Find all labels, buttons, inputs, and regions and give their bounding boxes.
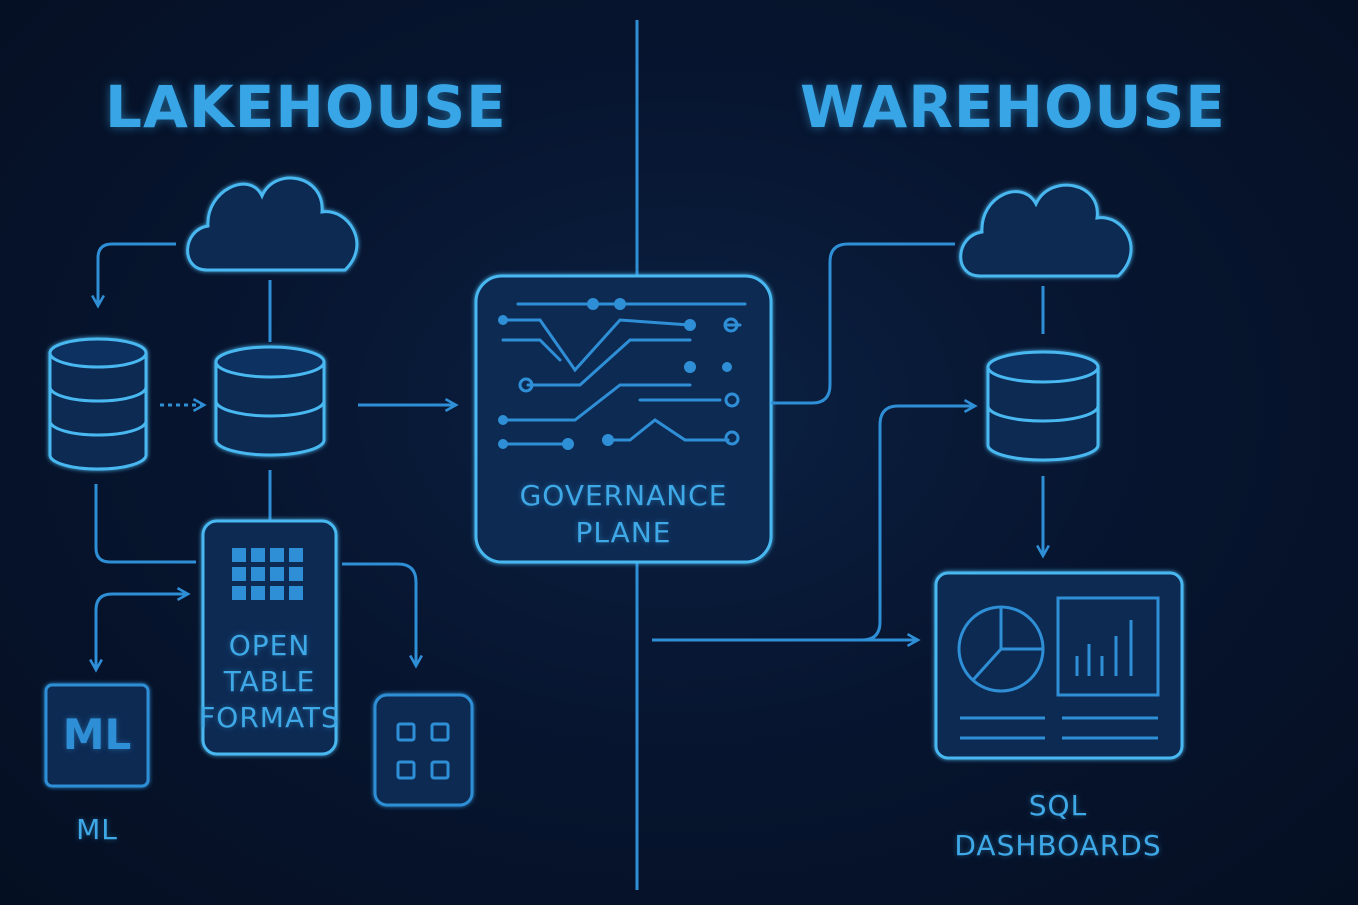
cloud-to-raw-db-arrow: [98, 242, 176, 306]
governance-plane-box: [474, 274, 773, 564]
open-table-label-line1: OPEN: [228, 629, 311, 662]
ml-box-label: ML: [62, 710, 132, 759]
warehouse-cloud-icon: [959, 183, 1133, 278]
raw-database-icon: [48, 337, 148, 471]
lakehouse-database-icon: [214, 345, 326, 457]
ml-caption: ML: [76, 813, 118, 846]
sql-label-line2: DASHBOARDS: [954, 829, 1162, 862]
governance-label-line1: GOVERNANCE: [519, 479, 728, 512]
governance-to-cloud-line: [771, 242, 955, 405]
governance-label-line2: PLANE: [575, 516, 672, 549]
circuit-icon: [501, 302, 747, 446]
sql-label-line1: SQL: [1028, 789, 1088, 822]
governance-to-wh-db-arrow: [861, 406, 975, 642]
warehouse-database-icon: [986, 350, 1100, 462]
table-grid-icon: [232, 548, 303, 600]
ml-box: [44, 683, 150, 788]
apps-box: [373, 693, 474, 807]
open-table-label-line3: FORMATS: [199, 701, 340, 734]
open-table-to-ml-arrow: [96, 592, 186, 670]
dashboard-text-lines: [960, 716, 1158, 740]
apps-grid-icon: [396, 722, 450, 780]
lakehouse-title: LAKEHOUSE: [105, 73, 507, 141]
open-table-label-line2: TABLE: [223, 665, 316, 698]
pie-chart-icon: [957, 605, 1045, 693]
raw-db-to-open-table-line: [94, 484, 196, 564]
bar-chart-icon: [1056, 596, 1160, 697]
warehouse-title: WAREHOUSE: [800, 73, 1226, 141]
circuit-nodes: [498, 298, 740, 450]
lakehouse-cloud-icon: [186, 176, 359, 272]
open-table-to-apps-arrow: [342, 562, 416, 666]
